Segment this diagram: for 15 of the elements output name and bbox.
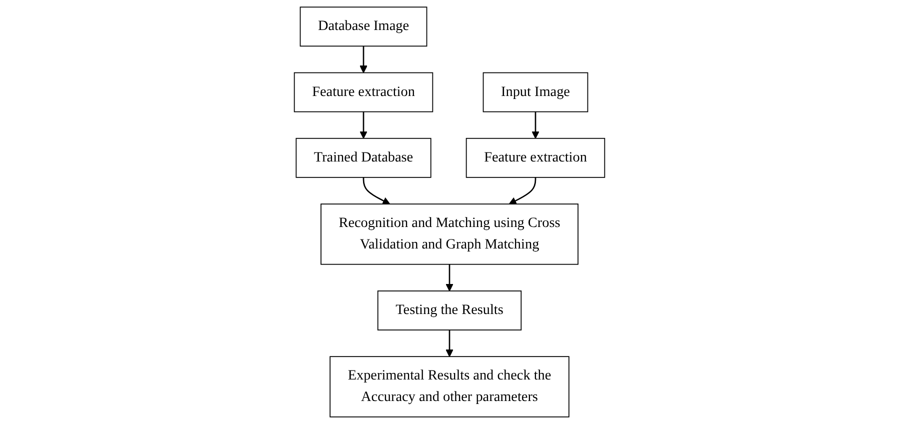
node-box: Testing the Results xyxy=(377,290,522,330)
arrow xyxy=(362,177,390,204)
arrow xyxy=(360,46,368,74)
node-box: Trained Database xyxy=(296,138,432,178)
node-box: Feature extraction xyxy=(466,138,606,178)
node-box: Recognition and Matching using Cross Validation and Graph Matching xyxy=(320,204,578,265)
arrow xyxy=(532,112,540,139)
arrow xyxy=(446,330,454,357)
arrow xyxy=(446,264,454,292)
node-box: Experimental Results and check the Accuracy and other parameters xyxy=(330,356,570,418)
node-box: Feature extraction xyxy=(294,72,434,112)
node-box: Database Image xyxy=(300,6,428,47)
node-box: Input Image xyxy=(482,72,588,112)
arrow xyxy=(508,177,536,204)
arrow xyxy=(360,112,368,139)
